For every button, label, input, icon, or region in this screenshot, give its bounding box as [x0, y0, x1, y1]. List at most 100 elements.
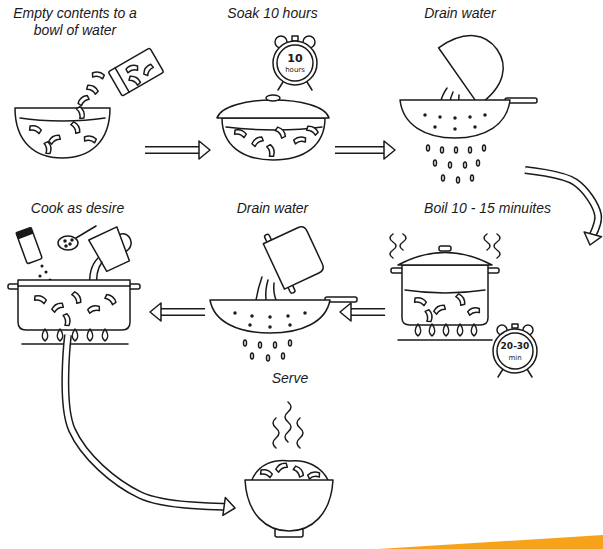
colander — [251, 315, 253, 317]
boiling-pot — [400, 234, 406, 250]
seasoning-tools — [89, 227, 132, 273]
boiling-pot — [455, 293, 466, 306]
step-group: Soak 10 hours — [210, 5, 335, 165]
pouring-bowl — [439, 21, 518, 105]
cooking-pot — [34, 294, 47, 304]
colander — [234, 312, 236, 314]
step-caption: Drain water — [205, 200, 340, 217]
colander — [469, 116, 471, 118]
colander — [282, 353, 285, 359]
colander — [464, 162, 467, 168]
colander — [251, 353, 254, 359]
colander — [454, 117, 456, 119]
arrow-head — [150, 303, 161, 321]
step-caption: Serve — [235, 370, 345, 387]
arrow-outline — [335, 146, 385, 154]
bowl-with-packet — [15, 108, 110, 158]
seasoning-tools — [45, 271, 47, 273]
serving-bowl — [285, 402, 291, 442]
cooking-pot — [22, 343, 128, 345]
flow-arrow — [150, 303, 205, 321]
covered-bowl — [234, 128, 247, 138]
boiling-pot — [467, 307, 480, 316]
colander — [454, 128, 456, 130]
bowl-with-packet — [108, 48, 164, 96]
colander — [259, 342, 262, 348]
colander — [471, 175, 474, 181]
pouring-pot — [266, 280, 268, 300]
boiling-pot — [390, 234, 500, 340]
step-caption: Soak 10 hours — [210, 5, 335, 22]
flow-arrow — [65, 335, 235, 515]
arrow-outline — [65, 335, 225, 507]
colander — [483, 145, 486, 151]
step-caption: Drain water — [395, 5, 525, 22]
covered-bowl — [267, 144, 276, 157]
bowl-with-packet — [15, 48, 164, 158]
colander — [424, 114, 426, 116]
alarm-clock — [493, 324, 537, 377]
seasoning-tools — [69, 243, 71, 245]
boiling-pot — [433, 304, 446, 315]
alarm-clock — [278, 82, 283, 90]
cooking-pot — [42, 329, 47, 341]
step-group: Drain water — [205, 200, 340, 360]
boiling-pot — [471, 324, 476, 336]
seasoning-tools — [76, 226, 96, 238]
bowl-with-packet — [77, 94, 90, 106]
clock-label: min — [508, 355, 521, 362]
pouring-pot — [256, 277, 262, 300]
serving-bowl — [245, 402, 333, 537]
covered-bowl — [306, 125, 319, 136]
arrow-outline — [160, 308, 205, 316]
arrow-fill — [160, 310, 205, 315]
colander — [210, 297, 357, 361]
boiling-pot — [443, 324, 448, 336]
seasoning-tools — [71, 239, 73, 241]
colander — [442, 175, 445, 181]
alarm-clock — [493, 329, 537, 373]
colander — [449, 162, 452, 168]
boiling-pot — [390, 234, 396, 258]
colander — [289, 324, 291, 326]
flow-arrow — [145, 141, 210, 159]
colander — [484, 114, 486, 116]
arrow-head — [584, 232, 601, 245]
serving-bowl — [245, 480, 333, 531]
boiling-pot — [391, 268, 403, 273]
arrow-fill — [525, 170, 598, 235]
colander — [289, 340, 292, 346]
arrow-fill — [350, 310, 385, 315]
colander — [469, 147, 472, 153]
pouring-bowl — [439, 21, 518, 105]
colander — [267, 355, 270, 361]
bowl-with-packet — [20, 118, 105, 121]
flow-arrow — [525, 170, 602, 245]
colander — [249, 324, 251, 326]
colander — [477, 160, 480, 166]
cooking-pot — [104, 293, 117, 305]
pouring-pot — [263, 225, 325, 289]
bowl-with-packet — [142, 63, 154, 76]
step-caption: Empty contents to a bowl of water — [5, 5, 145, 39]
colander — [269, 316, 271, 318]
cooking-pot — [8, 280, 140, 344]
step-group: Serve — [235, 370, 345, 545]
cooking-pot — [71, 291, 82, 304]
colander — [274, 342, 277, 348]
serving-bowl — [275, 462, 288, 473]
alarm-clock — [277, 45, 313, 81]
seasoning-tools — [58, 236, 78, 250]
cooking-pot — [57, 329, 62, 341]
colander — [244, 340, 247, 346]
arrow-outline — [350, 308, 385, 316]
serving-bowl — [293, 465, 305, 478]
pouring-pot — [260, 218, 328, 295]
arrow-head — [199, 141, 210, 159]
arrow-fill — [335, 148, 385, 153]
clock-label: 20-30 — [501, 342, 530, 351]
bowl-with-packet — [86, 84, 99, 95]
